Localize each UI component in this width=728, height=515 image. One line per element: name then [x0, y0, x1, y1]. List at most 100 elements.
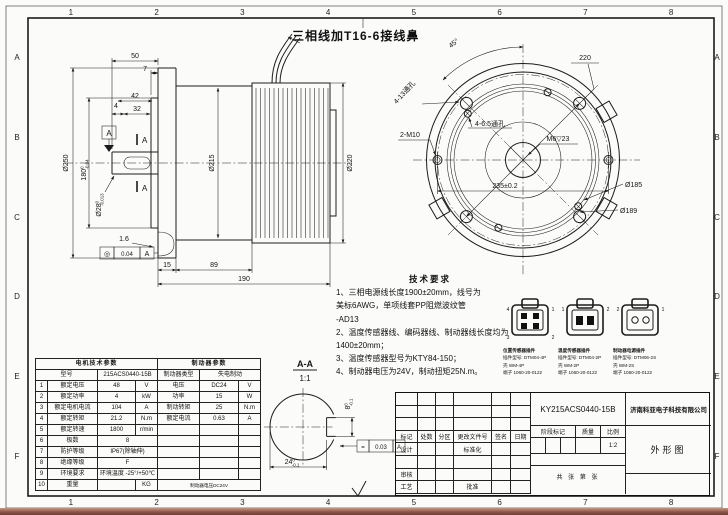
svg-text:15: 15 [163, 262, 171, 269]
svg-text:M6▽23: M6▽23 [547, 136, 570, 143]
frame-col-label: 3 [240, 497, 245, 507]
svg-text:4-6.5通孔: 4-6.5通孔 [475, 119, 505, 128]
title-block-cell [492, 418, 511, 431]
spec-cell: 21.2 [97, 413, 136, 425]
title-block-cell [492, 468, 511, 482]
spec-cell [97, 479, 136, 491]
svg-text:=: = [361, 445, 365, 451]
title-block-cell [492, 481, 511, 494]
spec-cell: 6 [35, 435, 48, 447]
spec-cell [199, 468, 239, 480]
frame-col-label: 2 [154, 497, 159, 507]
spec-cell: 功率 [157, 391, 200, 403]
revision-grid: 标记处数分区更改文件号签名日期设计标准化审核工艺批准 [396, 393, 531, 494]
frame-col-label: 4 [325, 497, 331, 507]
spec-cell [157, 457, 200, 469]
drawing-name: 外形图 [626, 426, 711, 474]
svg-text:1: 1 [552, 307, 555, 313]
title-block-cell [418, 481, 436, 494]
connector-icon-position-sensor: 4 1 3 2 [507, 298, 555, 341]
connector-title: 温度传感器插件 [558, 348, 591, 353]
svg-text:A: A [145, 251, 150, 258]
title-block-cell [454, 455, 492, 469]
title-block-cell [418, 468, 436, 482]
concentricity-tolerance: ◎ 0.04 A [99, 246, 158, 260]
tech-req-line: 4、制动器电压为24V，制动扭矩25N.m。 [336, 367, 483, 377]
title-block-cell: 设计 [396, 443, 418, 456]
technical-requirements: 技术要求 1、三相电源线长度1900±20mm，线号为美标6AWG，单项线套PP… [336, 273, 524, 379]
company-name: 济南科亚电子科技有限公司 [626, 393, 711, 426]
stage-label: 阶段标记 [531, 426, 576, 437]
title-block-cell: 分区 [436, 430, 454, 444]
connector-model: 插件型号: DTM06-2S [613, 355, 657, 361]
title-block-cell [418, 393, 436, 406]
spec-header-right: 制动器参数 [157, 358, 261, 370]
spec-cell: 0.63 [199, 413, 239, 425]
title-block-cell [418, 418, 436, 431]
frame-row-label: D [714, 292, 720, 302]
frame-col-label: 6 [497, 497, 502, 507]
spec-cell [157, 424, 200, 436]
title-block-cell [511, 405, 531, 419]
svg-text:1: 1 [662, 307, 665, 313]
title-block-cell [492, 455, 511, 469]
svg-text:Ø220: Ø220 [347, 154, 354, 171]
title-block-cell [436, 455, 454, 469]
svg-text:2: 2 [617, 307, 620, 313]
spec-cell: 极数 [47, 435, 98, 447]
title-block-cell [492, 393, 511, 406]
title-block-cell: 标记 [396, 430, 418, 444]
frame-row-label: F [14, 451, 20, 461]
spec-cell [157, 446, 200, 458]
spec-cell: V [135, 380, 158, 392]
title-block-cell: 标准化 [454, 443, 492, 456]
title-block-cell: 处数 [418, 430, 436, 444]
frame-col-label: 5 [411, 7, 417, 17]
svg-text:190: 190 [238, 276, 250, 283]
title-block-right: 济南科亚电子科技有限公司 外形图 [626, 393, 711, 494]
connector-title: 位置传感器插件 [503, 348, 536, 353]
frame-row-label: D [14, 292, 20, 302]
svg-text:4-13通孔: 4-13通孔 [391, 79, 417, 106]
section-mark-label: A [142, 184, 148, 193]
spec-cell: N.m [238, 402, 261, 414]
spec-cell: KG [135, 479, 158, 491]
title-block-cell [418, 443, 436, 456]
spec-cell [238, 468, 261, 480]
m10-holes [432, 152, 614, 168]
frame-row-label: C [714, 212, 720, 222]
wire-callout-label: 三相线加T16-6接线鼻 [292, 29, 420, 43]
spec-cell: 104 [97, 402, 136, 414]
title-block-middle: KY215ACS0440-15B 阶段标记 质量 比例 1:2 共 张 第 张 [531, 393, 626, 494]
svg-text:◎: ◎ [104, 251, 110, 258]
frame-row-label: B [714, 132, 720, 142]
spec-cell [199, 424, 239, 436]
spec-cell: V [238, 380, 261, 392]
title-block-cell [436, 443, 454, 456]
svg-text:1:1: 1:1 [299, 374, 311, 383]
spec-cell [199, 457, 239, 469]
frame-row-label: C [14, 212, 20, 222]
spec-cell: 制动转矩 [157, 402, 200, 414]
spec-cell: 8 [97, 435, 158, 447]
frame-col-label: 4 [325, 7, 331, 17]
svg-text:Ø250: Ø250 [63, 154, 70, 171]
spec-header-row: 电机技术参数 制动器参数 [35, 358, 261, 370]
connector-shell: 壳 WM-2P [558, 362, 580, 368]
svg-text:1.6: 1.6 [119, 236, 129, 243]
scale-value: 1:2 [608, 442, 618, 449]
title-block-cell [454, 468, 492, 482]
frame-row-label: E [714, 371, 720, 381]
spec-cell: 5 [35, 424, 48, 436]
spec-cell: 环境要求 [47, 468, 98, 480]
connector-shell: 壳 WM-2S [613, 362, 635, 368]
